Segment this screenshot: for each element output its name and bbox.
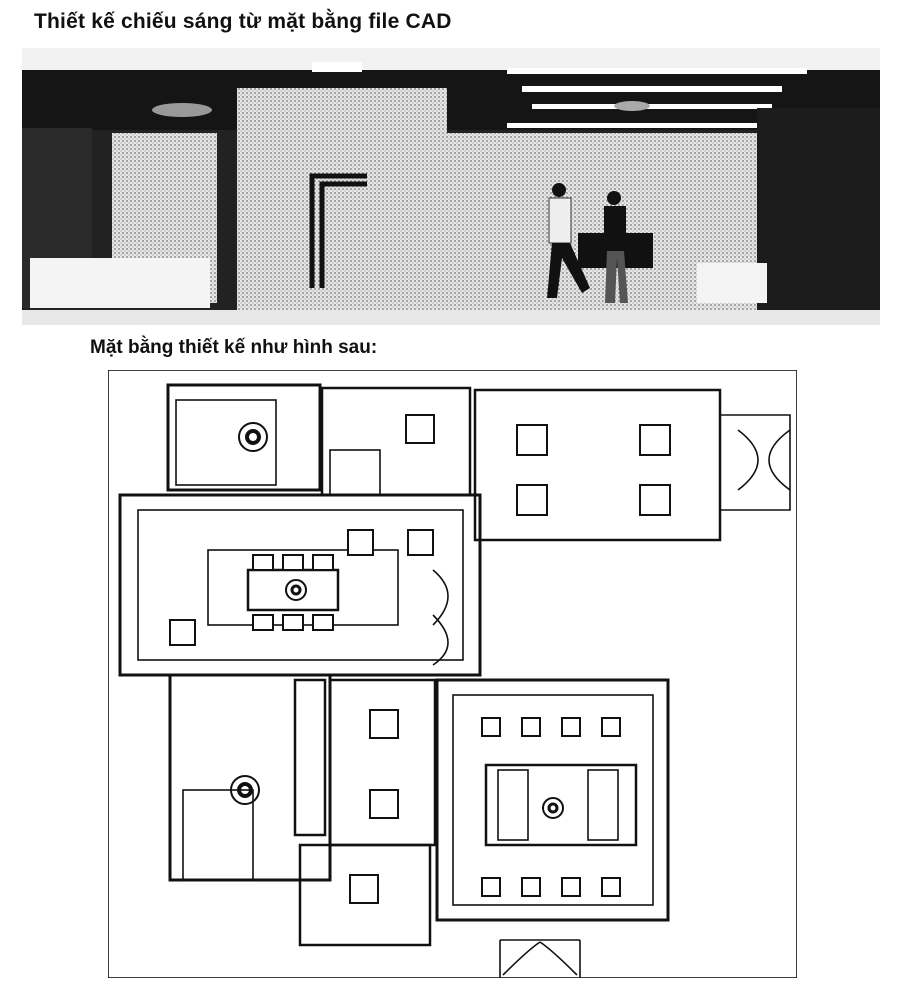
floor-plan-drawing [108, 370, 797, 978]
document-title: Thiết kế chiếu sáng từ mặt bằng file CAD [34, 10, 452, 33]
section-subtitle: Mặt bằng thiết kế như hình sau: [90, 337, 378, 358]
person-figure [547, 183, 590, 298]
person-figure [604, 191, 628, 303]
interior-render-image [22, 48, 880, 325]
